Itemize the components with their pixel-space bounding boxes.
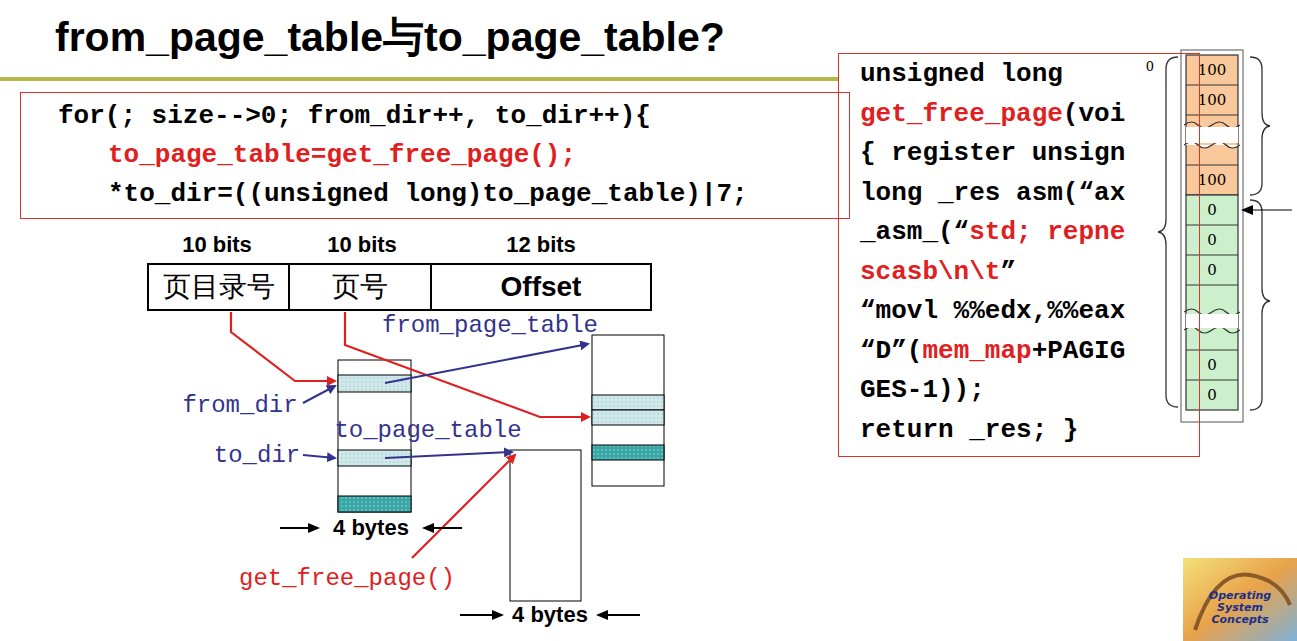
code-line: for(; size-->0; from_dir++, to_dir++){ xyxy=(58,97,651,136)
pointer-label: get_free_page() xyxy=(239,565,455,592)
code-token: GES-1)); xyxy=(860,375,985,405)
code-token: { register unsign xyxy=(860,138,1125,168)
code-line: unsigned long xyxy=(860,55,1063,95)
code-token: return _res; } xyxy=(860,415,1078,445)
logo xyxy=(1183,558,1297,641)
brace xyxy=(1158,57,1270,410)
cell-value: 0 xyxy=(1207,231,1217,249)
cell-value: 0 xyxy=(1207,386,1217,404)
red-arrow xyxy=(231,312,589,558)
bit-field: 页目录号 xyxy=(147,263,290,311)
pointer-label: 4 bytes xyxy=(333,515,409,541)
slide-title: from_page_table与to_page_table? xyxy=(55,10,725,65)
code-line: to_page_table=get_free_page(); xyxy=(108,136,576,175)
cell-value: 100 xyxy=(1198,91,1227,109)
pointer-label: 10 bits xyxy=(182,232,252,258)
cell-value: 0 xyxy=(1207,201,1217,219)
blue-arrow xyxy=(303,344,588,458)
pointer-label: to_page_table xyxy=(334,417,521,444)
cell-value: 0 xyxy=(1146,59,1154,74)
code-token: long _res asm(“ax xyxy=(860,178,1125,208)
code-box: unsigned longget_free_page(voi{ register… xyxy=(838,53,1200,457)
code-line: return _res; } xyxy=(860,411,1078,451)
field-name: Offset xyxy=(501,271,582,303)
field-name: 页目录号 xyxy=(163,268,275,306)
to-page-table xyxy=(510,450,581,601)
pointer-arrow xyxy=(1243,209,1292,210)
cell-value: 100 xyxy=(1198,171,1227,189)
code-token: (voi xyxy=(1063,99,1125,129)
code-token: _asm_(“ xyxy=(860,217,969,247)
mem-map-column xyxy=(1181,50,1243,422)
code-token: “D”( xyxy=(860,336,922,366)
code-line: GES-1)); xyxy=(860,371,985,411)
code-token: ” xyxy=(1000,257,1016,287)
code-token: +PAGIG xyxy=(1032,336,1126,366)
code-box: for(; size-->0; from_dir++, to_dir++){to… xyxy=(20,92,850,219)
code-line: _asm_(“std; repne xyxy=(860,213,1125,253)
code-token: scasb\n\t xyxy=(860,257,1000,287)
pointer-label: 10 bits xyxy=(327,232,397,258)
code-token: std; repne xyxy=(969,217,1125,247)
title-rule xyxy=(0,77,838,81)
code-line: “movl %%edx,%%eax xyxy=(860,292,1125,332)
pointer-label: from_page_table xyxy=(382,312,598,339)
bit-field: 页号 xyxy=(288,263,432,311)
code-line: { register unsign xyxy=(860,134,1125,174)
code-token: mem_map xyxy=(922,336,1031,366)
code-line: *to_dir=((unsigned long)to_page_table)|7… xyxy=(108,175,748,214)
code-line: “D”(mem_map+PAGIG xyxy=(860,332,1125,372)
code-line: long _res asm(“ax xyxy=(860,174,1125,214)
pointer-label: 12 bits xyxy=(506,232,576,258)
pointer-label: from_dir xyxy=(182,392,297,419)
cell-value: 0 xyxy=(1207,356,1217,374)
pointer-label: to_dir xyxy=(214,442,300,469)
code-line: get_free_page(voi xyxy=(860,95,1125,135)
code-token: unsigned long xyxy=(860,59,1063,89)
logo-text: Operating System Concepts xyxy=(1205,590,1275,626)
from-page-table xyxy=(592,335,664,486)
bit-field: Offset xyxy=(430,263,652,311)
cell-value: 100 xyxy=(1198,61,1227,79)
code-token: “movl %%edx,%%eax xyxy=(860,296,1125,326)
field-name: 页号 xyxy=(332,268,388,306)
pointer-label: 4 bytes xyxy=(512,602,588,628)
code-line: scasb\n\t” xyxy=(860,253,1016,293)
code-token: get_free_page xyxy=(860,99,1063,129)
cell-value: 0 xyxy=(1207,261,1217,279)
